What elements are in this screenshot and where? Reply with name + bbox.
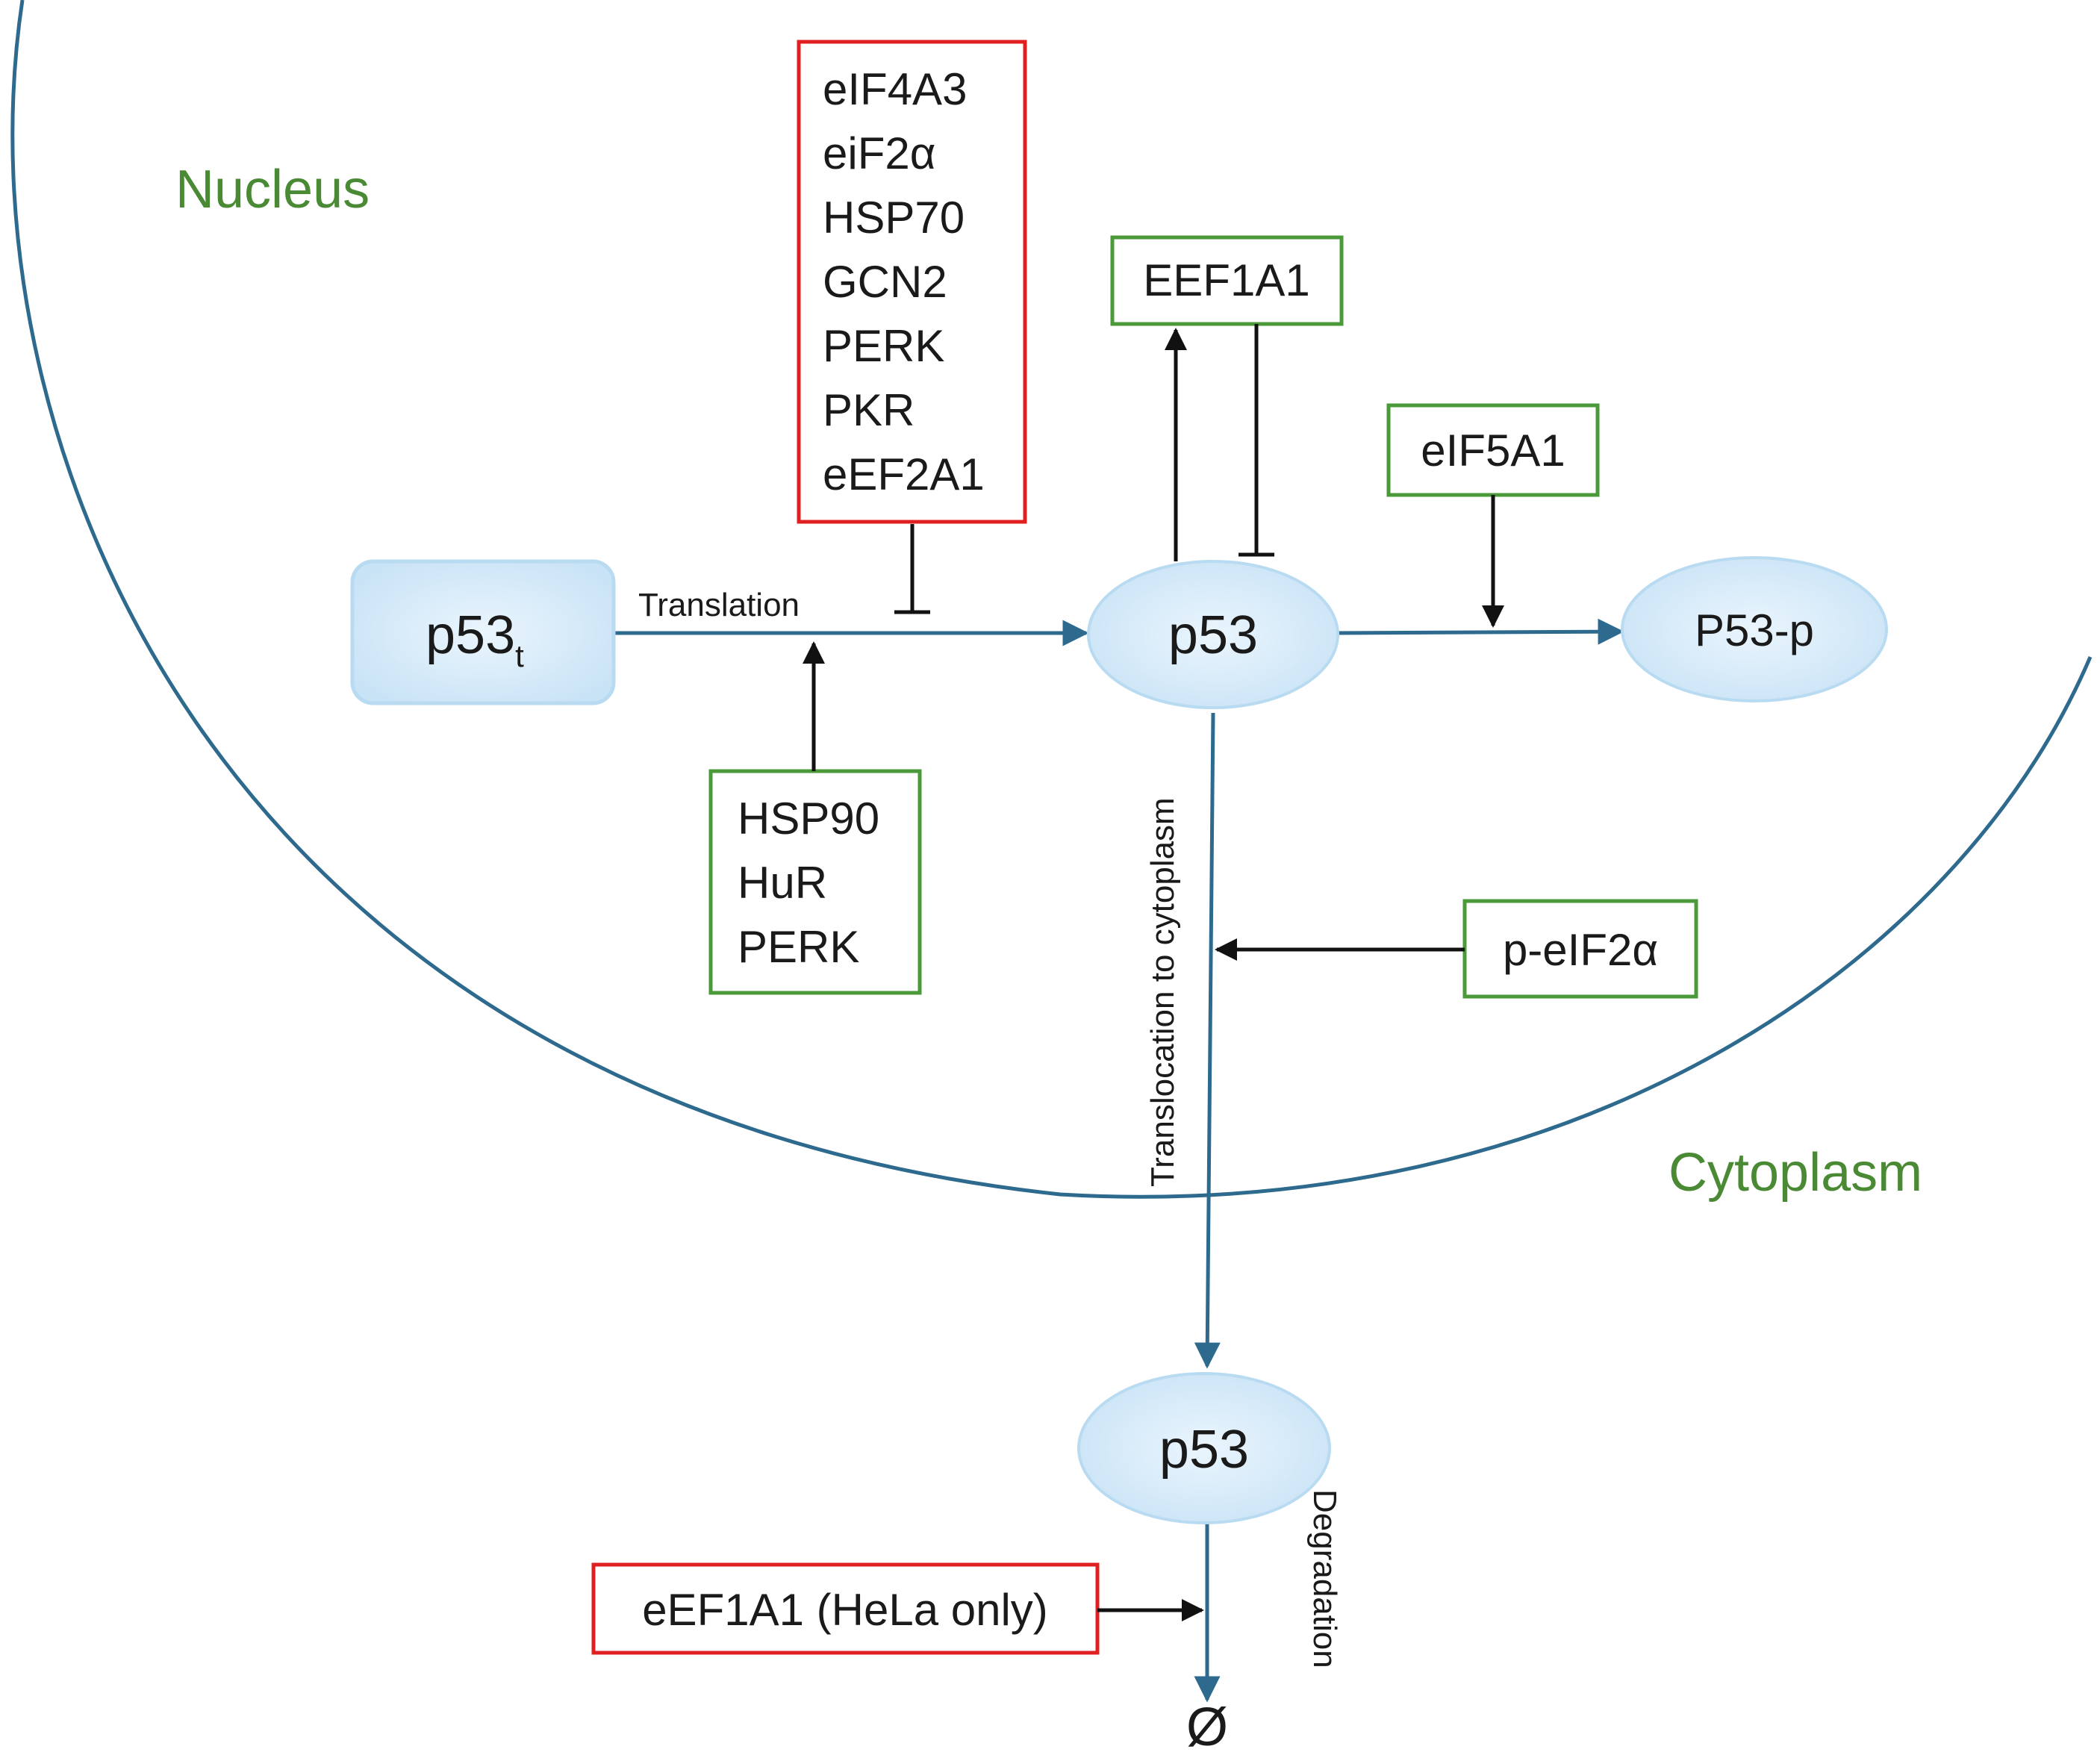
translation-promoters-box: HSP90 HuR PERK bbox=[708, 769, 922, 995]
inhibitor-item: eIF4A3 bbox=[823, 64, 967, 114]
eef1a1-hela-label: eEF1A1 (HeLa only) bbox=[642, 1585, 1048, 1635]
nucleus-label: Nucleus bbox=[175, 160, 370, 219]
translation-inhibitors-box: eIF4A3 eiF2α HSP70 GCN2 PERK PKR eEF2A1 bbox=[797, 40, 1027, 524]
translocation-label: Translocation to cytoplasm bbox=[1144, 797, 1181, 1187]
degradation-label: Degradation bbox=[1306, 1489, 1343, 1668]
inhibitor-item: PKR bbox=[823, 385, 915, 435]
eef1a1-box: EEF1A1 bbox=[1110, 235, 1344, 326]
p53-nucleus-node: p53 bbox=[1087, 560, 1339, 709]
p53-cytoplasm-node: p53 bbox=[1077, 1372, 1331, 1524]
p53-nucleus-label: p53 bbox=[1168, 605, 1258, 665]
translation-label: Translation bbox=[638, 587, 800, 623]
inhibitor-item: eiF2α bbox=[823, 128, 935, 178]
p53t-node: p53t bbox=[350, 559, 616, 705]
inhibitor-item: PERK bbox=[823, 321, 944, 371]
degraded-symbol: Ø bbox=[1186, 1698, 1228, 1757]
eif5a1-label: eIF5A1 bbox=[1421, 426, 1565, 476]
p53t-label: p53 bbox=[426, 605, 515, 665]
promoter-item: HSP90 bbox=[738, 794, 879, 844]
svg-text:p53t: p53t bbox=[426, 605, 524, 673]
p53-phospho-label: P53-p bbox=[1695, 605, 1814, 655]
promoter-item: HuR bbox=[738, 858, 827, 908]
p53t-subscript: t bbox=[515, 638, 524, 673]
inhibitor-item: eEF2A1 bbox=[823, 449, 985, 499]
eef1a1-label: EEF1A1 bbox=[1143, 255, 1309, 305]
eif5a1-box: eIF5A1 bbox=[1386, 403, 1600, 497]
phosphorylation-arrow bbox=[1336, 618, 1624, 645]
p53-cytoplasm-label: p53 bbox=[1159, 1420, 1249, 1480]
p-eif2a-label: p-eIF2α bbox=[1503, 925, 1658, 975]
promoter-item: PERK bbox=[738, 922, 859, 972]
p53-phospho-node: P53-p bbox=[1621, 556, 1888, 702]
translocation-arrow bbox=[1194, 712, 1221, 1369]
inhibitor-item: HSP70 bbox=[823, 193, 965, 243]
inhibitor-item: GCN2 bbox=[823, 257, 947, 307]
eef1a1-hela-box: eEF1A1 (HeLa only) bbox=[591, 1562, 1100, 1655]
cytoplasm-label: Cytoplasm bbox=[1669, 1143, 1922, 1203]
p-eif2a-box: p-eIF2α bbox=[1462, 899, 1698, 999]
nuclear-membrane bbox=[10, 0, 2093, 1199]
